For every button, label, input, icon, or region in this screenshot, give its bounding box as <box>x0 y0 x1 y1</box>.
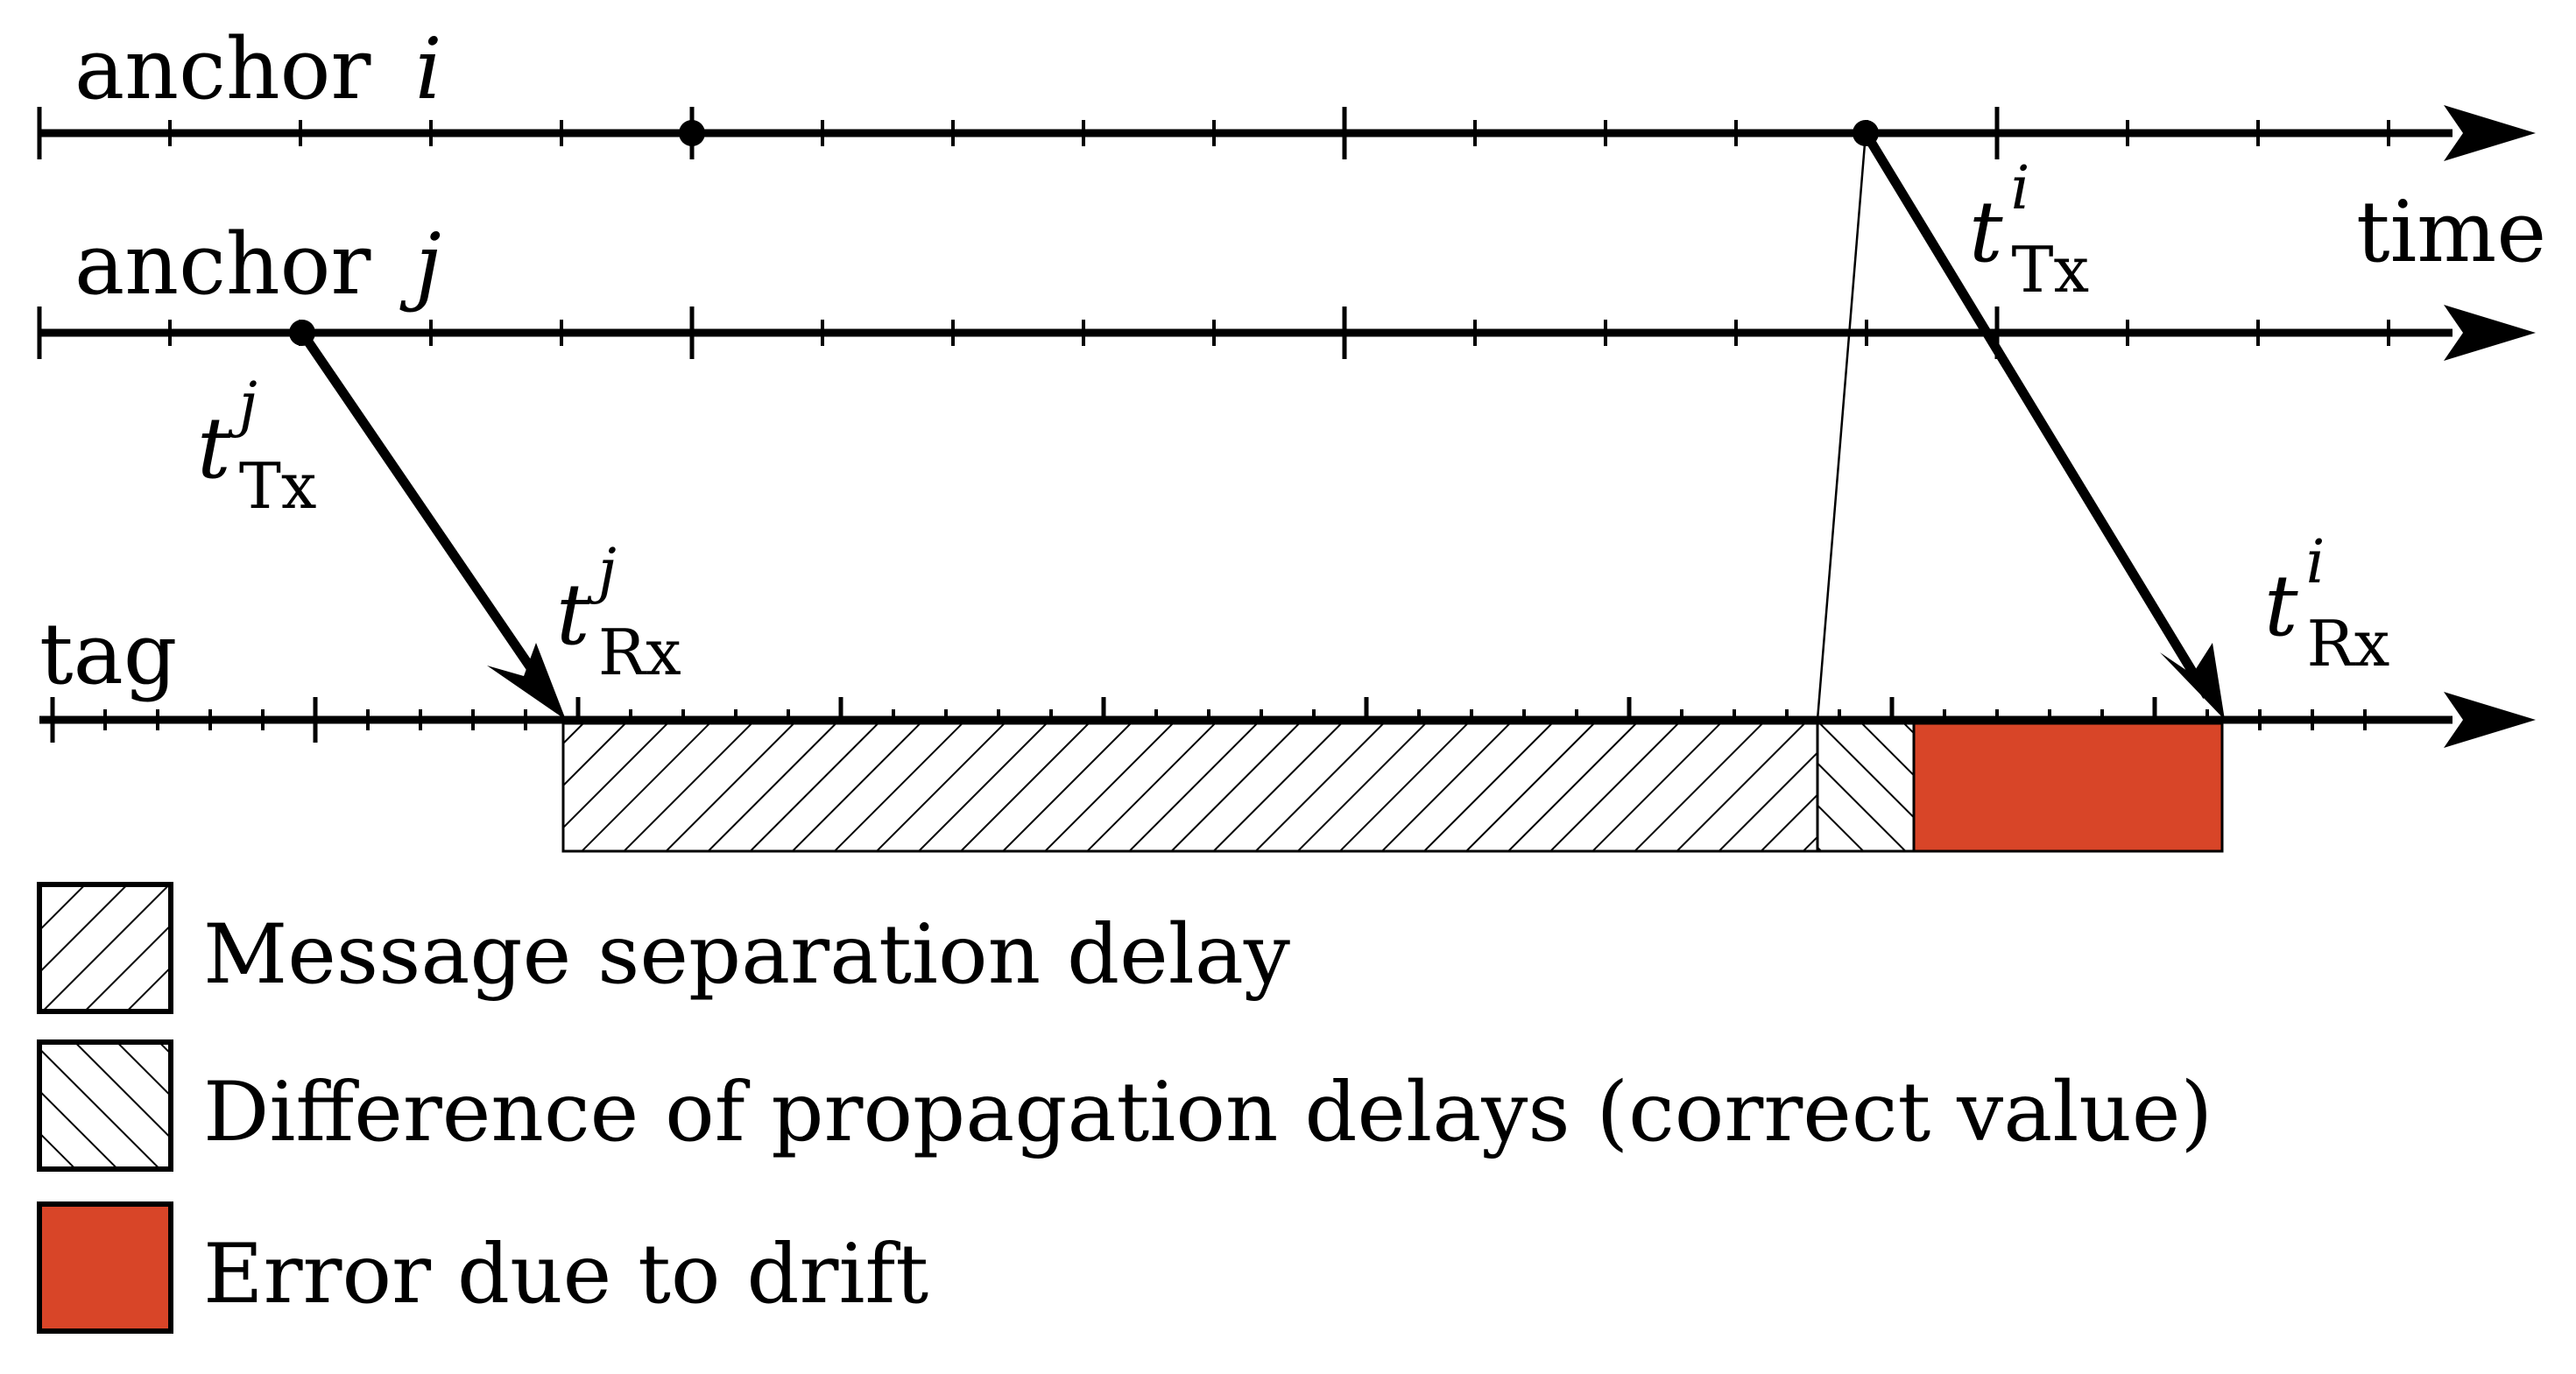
propagation-delay-difference-bar <box>1816 722 1916 853</box>
tag-timeline: tag <box>39 605 2536 748</box>
message-arrow-j <box>298 329 554 700</box>
anchor-i-reference-dot <box>679 120 705 146</box>
legend-label-drift-error: Error due to drift <box>203 1227 928 1322</box>
legend: Message separation delay Difference of p… <box>37 882 2213 1334</box>
legend-item-message-separation: Message separation delay <box>37 882 1290 1014</box>
anchor-i-ticks <box>37 107 2390 159</box>
legend-item-drift-error: Error due to drift <box>37 1201 928 1334</box>
tx-j-timestamp: t j Tx <box>197 370 317 523</box>
anchor-i-axis-arrowhead <box>2444 105 2536 161</box>
message-arrows <box>298 130 2225 721</box>
delay-bars <box>561 722 2224 853</box>
drift-error-bar <box>1912 722 2224 853</box>
anchor-i-label: anchor i <box>74 20 442 118</box>
reference-propagation-line <box>1816 132 1867 721</box>
legend-label-propagation-difference: Difference of propagation delays (correc… <box>203 1065 2213 1160</box>
message-arrow-j-head <box>487 643 566 720</box>
message-separation-delay-bar <box>561 722 1819 853</box>
timestamp-labels: t i Tx t j Tx t j Rx t i Rx <box>197 154 2389 689</box>
legend-swatch-solid <box>37 1201 173 1334</box>
legend-swatch-backslash-hatch <box>37 882 173 1014</box>
rx-i-timestamp: t i Rx <box>2264 528 2389 680</box>
rx-j-timestamp: t j Rx <box>556 537 681 689</box>
tag-axis-arrowhead <box>2444 692 2536 748</box>
legend-label-message-separation: Message separation delay <box>203 907 1290 1003</box>
anchor-j-axis-arrowhead <box>2444 305 2536 361</box>
legend-swatch-slash-hatch <box>37 1039 173 1172</box>
anchor-j-ticks <box>37 307 2390 359</box>
anchor-i-timeline: anchor i <box>37 20 2536 161</box>
legend-item-propagation-difference: Difference of propagation delays (correc… <box>37 1039 2213 1172</box>
message-arrow-i-head <box>2160 643 2225 720</box>
anchor-j-label: anchor j <box>74 215 441 314</box>
message-arrow-i <box>1861 130 2212 699</box>
tx-i-timestamp: t i Tx <box>1969 154 2089 307</box>
anchor-j-timeline: anchor j time <box>37 183 2546 361</box>
tag-label: tag <box>39 605 177 703</box>
time-axis-label: time <box>2356 183 2546 281</box>
